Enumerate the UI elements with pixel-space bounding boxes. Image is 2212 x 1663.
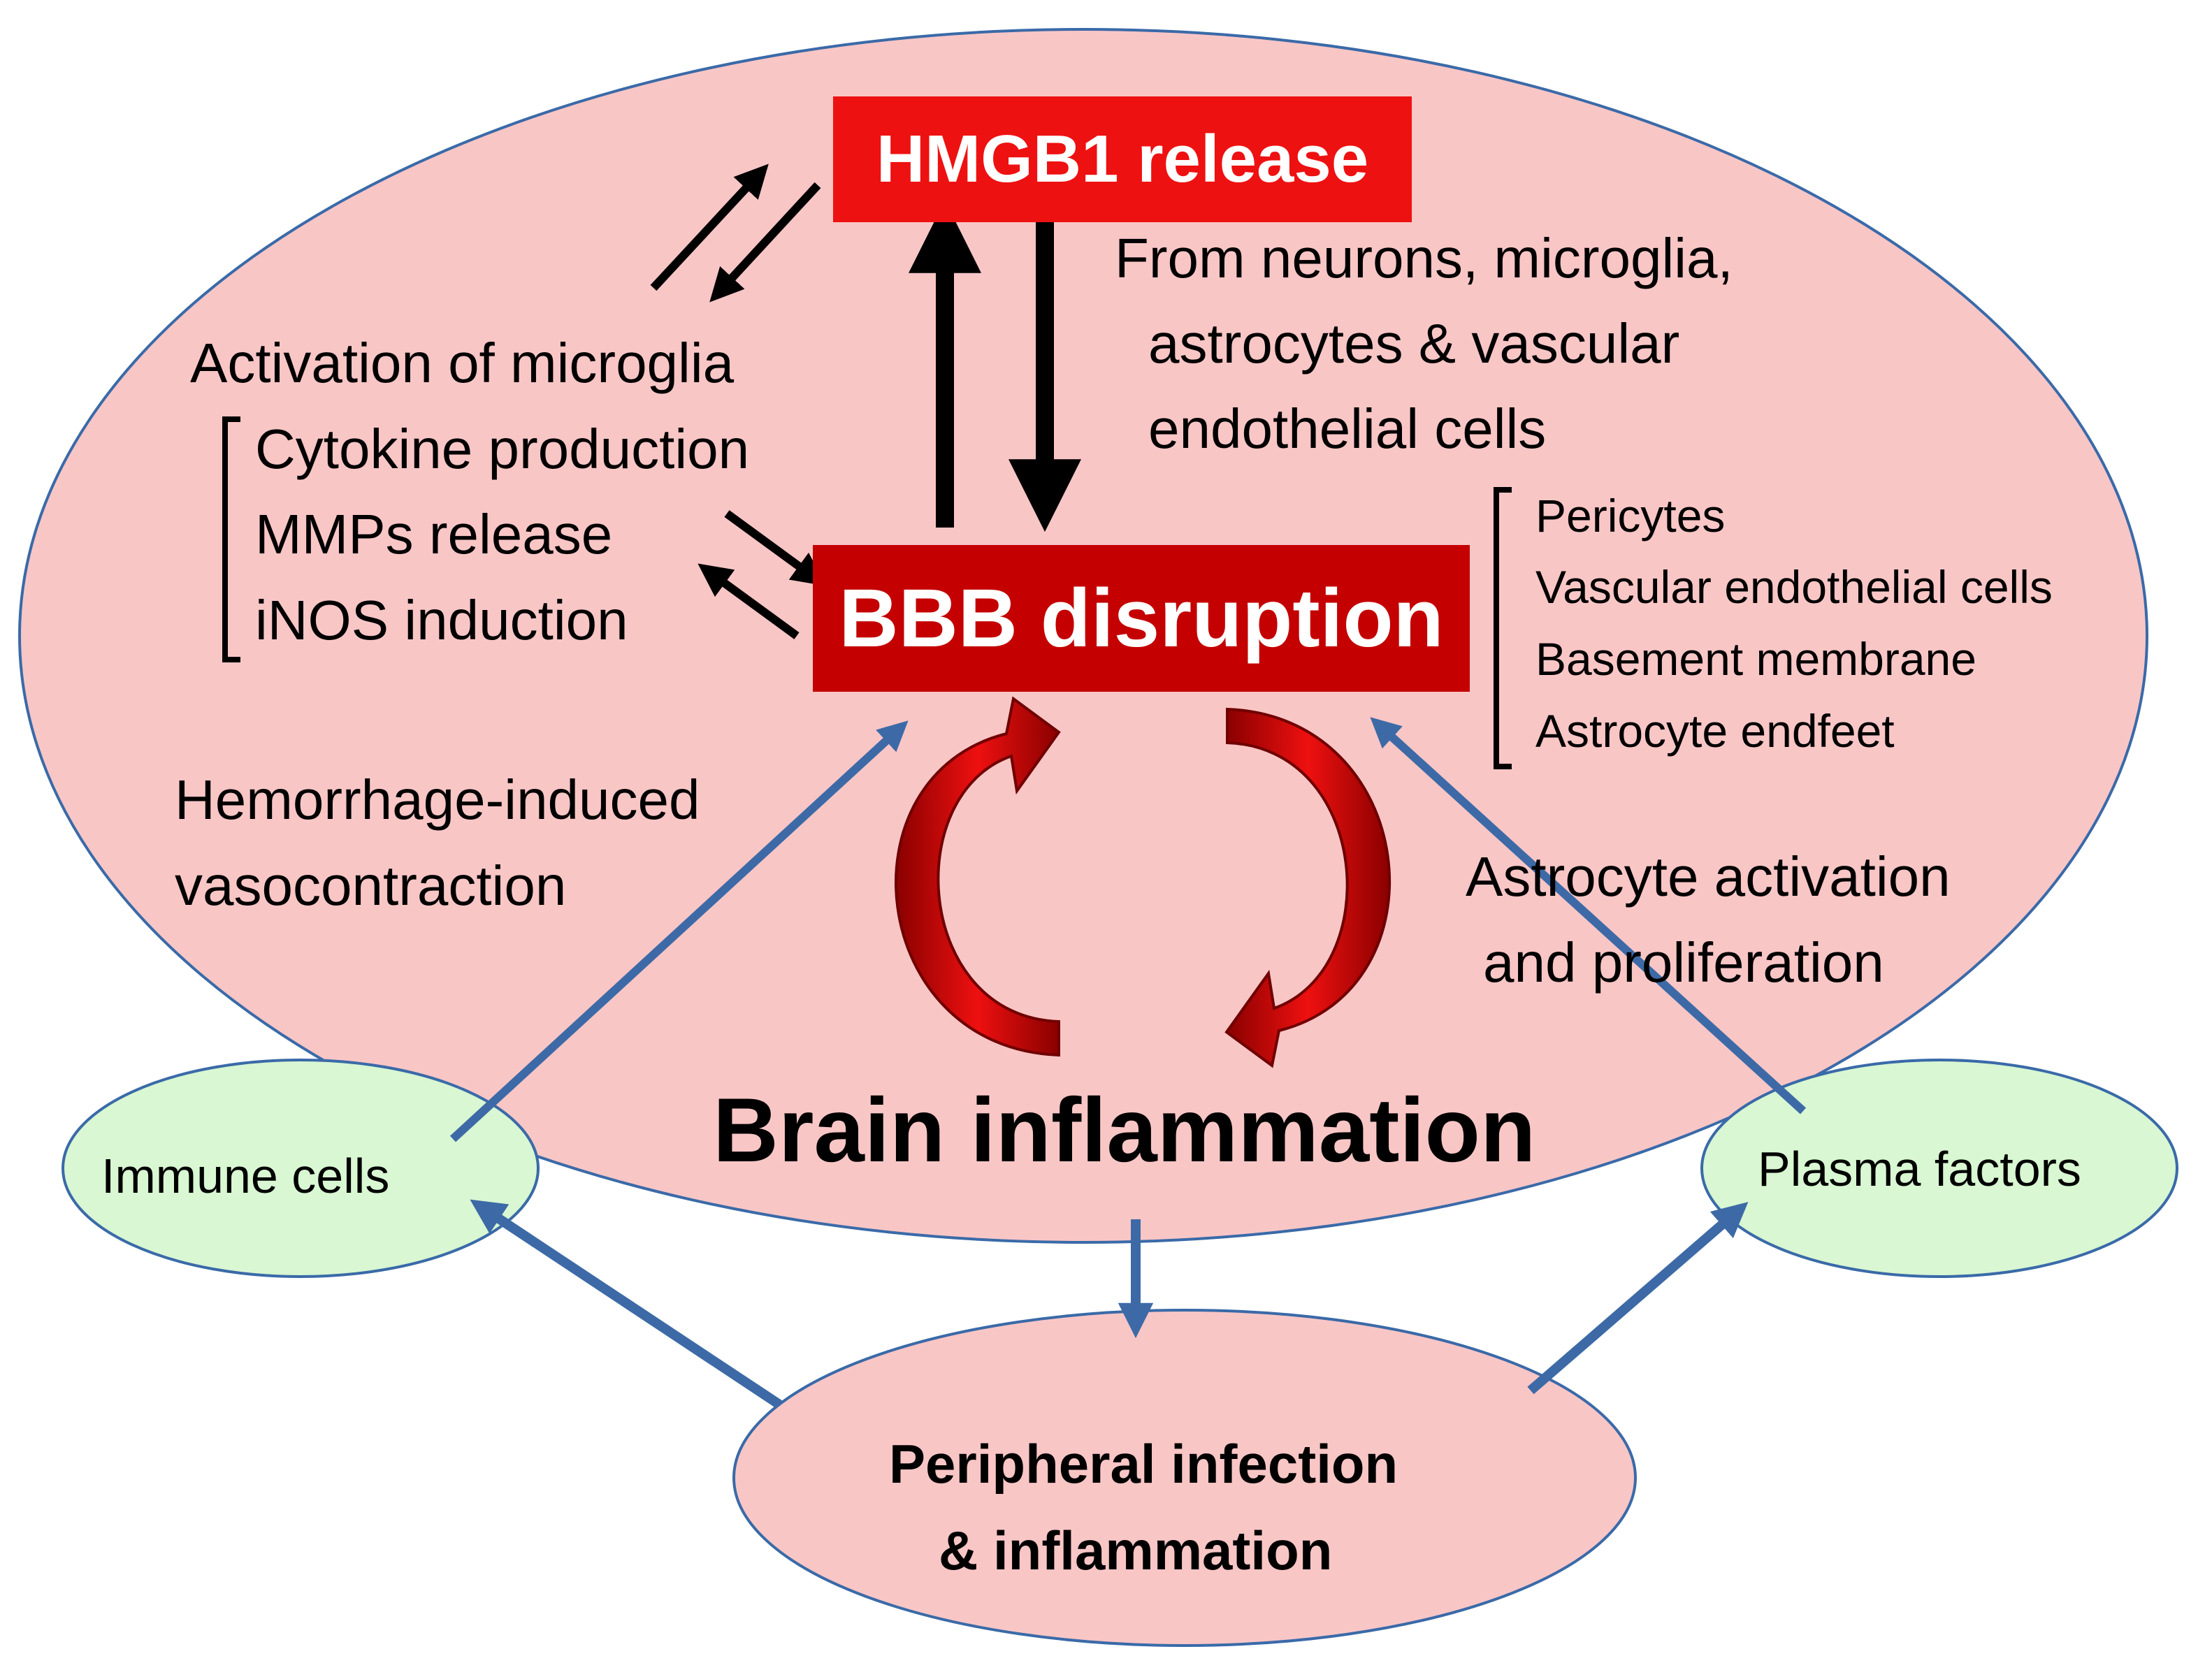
immune-to-bbb-arrow bbox=[449, 720, 909, 1142]
bbb-disruption-label: BBB disruption bbox=[839, 572, 1444, 665]
plasma-to-bbb-arrow bbox=[1370, 717, 1807, 1114]
peripheral-line-2: & inflammation bbox=[939, 1520, 1333, 1581]
hmgb1-to-microglia-arrow bbox=[709, 182, 821, 303]
microglia-title: Activation of microglia bbox=[190, 332, 735, 394]
hmgb1-source-line-1: From neurons, microglia, bbox=[1115, 227, 1733, 289]
hmgb1-release-box: HMGB1 release bbox=[833, 96, 1412, 222]
hemorrhage-line-2: vasocontraction bbox=[175, 855, 567, 917]
astrocyte-line-1: Astrocyte activation bbox=[1466, 845, 1951, 908]
astrocyte-line-2: and proliferation bbox=[1483, 931, 1884, 994]
peripheral-line-1: Peripheral infection bbox=[889, 1433, 1398, 1495]
brain-inflammation-label: Brain inflammation bbox=[713, 1079, 1536, 1181]
immune-cells-ellipse bbox=[62, 1059, 540, 1278]
peripheral-ellipse bbox=[732, 1309, 1637, 1647]
peripheral-to-plasma-arrow bbox=[1527, 1202, 1749, 1395]
bbb-component-basement: Basement membrane bbox=[1535, 633, 1976, 685]
hmgb1-source-line-3: endothelial cells bbox=[1148, 398, 1547, 460]
peripheral-to-immune-arrow bbox=[470, 1199, 782, 1409]
bbb-disruption-box: BBB disruption bbox=[813, 545, 1470, 692]
bbb-component-pericytes: Pericytes bbox=[1535, 490, 1726, 542]
microglia-to-hmgb1-arrow bbox=[650, 164, 769, 291]
bbb-component-endothelial: Vascular endothelial cells bbox=[1535, 561, 2053, 613]
plasma-factors-label: Plasma factors bbox=[1758, 1142, 2081, 1196]
microglia-item-cytokine: Cytokine production bbox=[255, 418, 750, 480]
hmgb1-release-label: HMGB1 release bbox=[876, 122, 1369, 196]
microglia-item-mmps: MMPs release bbox=[255, 503, 613, 565]
hemorrhage-line-1: Hemorrhage-induced bbox=[175, 769, 700, 831]
bbb-to-products-arrow bbox=[697, 563, 800, 639]
microglia-item-inos: iNOS induction bbox=[255, 589, 628, 651]
immune-cells-label: Immune cells bbox=[101, 1149, 390, 1203]
hmgb1-source-line-2: astrocytes & vascular bbox=[1148, 312, 1680, 375]
products-to-bbb-arrow bbox=[724, 510, 826, 586]
microglia-bracket bbox=[222, 416, 240, 662]
cycle-arrow-right bbox=[1224, 707, 1391, 1068]
cycle-arrow-left bbox=[895, 696, 1061, 1057]
plasma-factors-ellipse bbox=[1700, 1059, 2178, 1278]
bbb-components-bracket bbox=[1494, 487, 1512, 769]
bbb-component-endfeet: Astrocyte endfeet bbox=[1535, 705, 1895, 757]
